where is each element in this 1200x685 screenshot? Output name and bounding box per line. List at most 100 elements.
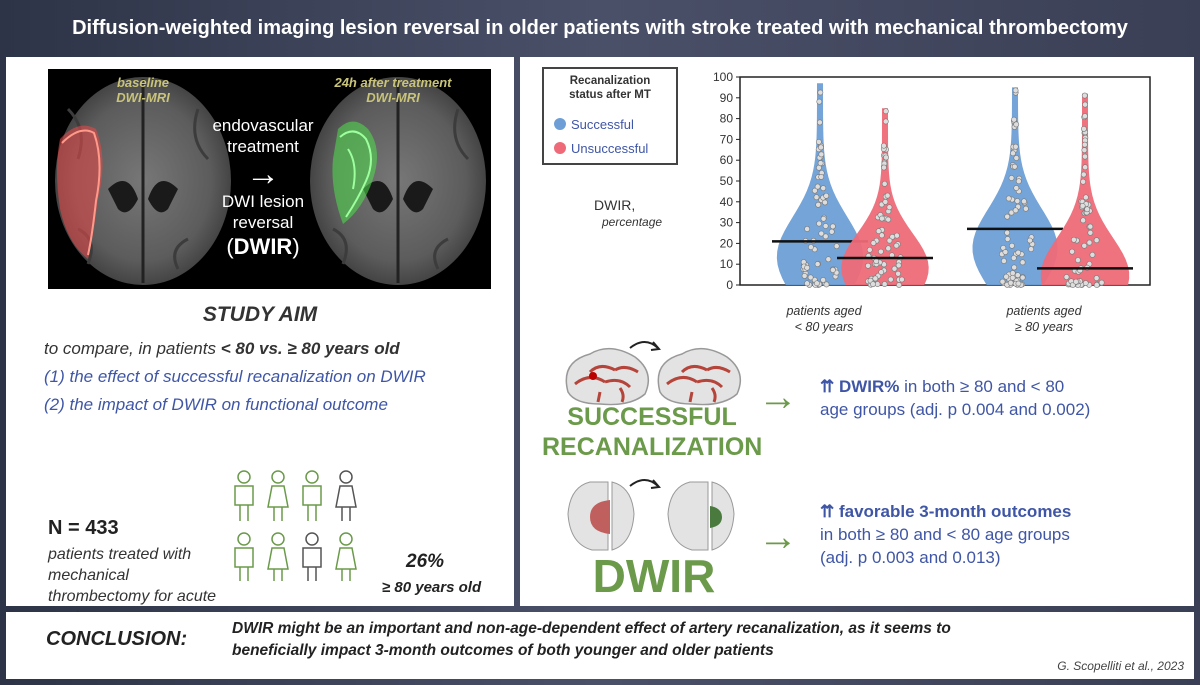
- data-point: [881, 281, 888, 288]
- data-point: [882, 108, 889, 115]
- violin-unsuccessful-group-1: [1040, 93, 1130, 285]
- center-text-endovascular: endovascular: [212, 116, 314, 135]
- page-title: Diffusion-weighted imaging lesion revers…: [72, 16, 1128, 39]
- person-icon: [302, 470, 322, 521]
- group-label-under-80: patients aged < 80 years: [764, 303, 884, 335]
- center-text-treatment: treatment: [227, 137, 299, 156]
- finding-1-rest: in both ≥ 80 and < 80: [899, 377, 1065, 396]
- data-point: [804, 264, 811, 271]
- data-point: [878, 269, 885, 276]
- legend-swatch-successful: [554, 118, 566, 130]
- data-point: [884, 192, 891, 199]
- data-point: [1013, 121, 1020, 128]
- successful-word: SUCCESSFUL: [567, 403, 737, 431]
- data-point: [873, 258, 880, 265]
- data-point: [885, 216, 892, 223]
- center-text-reversal: reversal: [232, 213, 294, 232]
- data-point: [1014, 272, 1021, 279]
- data-point: [811, 187, 818, 194]
- data-point: [829, 223, 836, 230]
- data-point: [830, 267, 836, 273]
- data-point: [1015, 249, 1022, 256]
- data-point: [817, 160, 824, 167]
- data-point: [1080, 171, 1087, 178]
- brain-mri-illustration: [55, 77, 486, 285]
- data-point: [1070, 236, 1077, 243]
- data-point: [880, 142, 887, 149]
- data-point: [818, 230, 825, 237]
- legend-item-unsuccessful: Unsuccessful: [554, 141, 648, 156]
- data-point: [1015, 178, 1022, 185]
- sample-size: N = 433: [48, 517, 119, 539]
- data-point: [822, 199, 828, 206]
- data-point: [807, 274, 814, 281]
- y-tick-label: 50: [720, 174, 734, 188]
- data-point: [1082, 153, 1088, 160]
- data-point: [1069, 248, 1075, 255]
- data-point: [808, 244, 814, 250]
- finding-2-line2: in both ≥ 80 and < 80 age groups: [820, 525, 1070, 544]
- data-point: [882, 198, 889, 205]
- y-tick-label: 20: [720, 236, 734, 250]
- person-icon: [302, 532, 322, 581]
- data-point: [1008, 175, 1015, 181]
- data-point: [865, 262, 871, 269]
- data-point: [999, 278, 1006, 285]
- data-point: [1004, 236, 1011, 242]
- data-point: [1014, 198, 1021, 204]
- data-point: [881, 180, 888, 187]
- finding-favorable-outcomes: ⇈ favorable 3-month outcomes in both ≥ 8…: [820, 500, 1071, 569]
- person-icon: [335, 532, 357, 581]
- data-point: [1081, 242, 1088, 249]
- data-point: [1001, 258, 1007, 264]
- y-tick-label: 0: [726, 278, 733, 292]
- data-point: [801, 273, 808, 279]
- data-point: [1028, 246, 1034, 253]
- data-point: [883, 154, 889, 161]
- data-point: [820, 185, 827, 192]
- data-point: [891, 265, 898, 272]
- data-point: [1082, 101, 1088, 108]
- data-point: [882, 118, 889, 125]
- person-icon: [335, 470, 357, 521]
- data-point: [818, 173, 825, 180]
- data-point: [1022, 205, 1029, 212]
- after-treatment-label: 24h after treatment: [334, 75, 452, 90]
- data-point: [823, 192, 830, 199]
- group-label-under-80-line2: < 80 years: [794, 320, 854, 334]
- data-point: [1063, 274, 1070, 280]
- center-text-dwi-lesion: DWI lesion: [221, 192, 305, 211]
- data-point: [818, 151, 825, 158]
- citation: G. Scopelliti et al., 2023: [1057, 659, 1184, 673]
- conclusion-text: DWIR might be an important and non-age-d…: [232, 620, 951, 659]
- legend-title-1: Recanalization: [569, 75, 651, 87]
- data-point: [1002, 249, 1009, 255]
- data-point: [1089, 251, 1096, 258]
- data-point: [1012, 207, 1019, 214]
- data-point: [822, 223, 829, 229]
- data-point: [1084, 206, 1091, 213]
- data-point: [818, 144, 824, 151]
- data-point: [814, 261, 821, 267]
- data-point: [1009, 242, 1015, 249]
- y-axis-label: DWIR,: [594, 197, 636, 213]
- data-point: [895, 262, 902, 269]
- data-point: [1005, 195, 1012, 202]
- green-arrow-icon-2: →: [758, 515, 798, 559]
- data-point: [1012, 87, 1019, 94]
- y-tick-label: 10: [720, 257, 734, 271]
- data-point: [1010, 150, 1016, 157]
- y-axis-sublabel: percentage: [602, 215, 663, 229]
- y-tick-label: 80: [720, 112, 734, 126]
- data-point: [1011, 163, 1018, 170]
- y-tick-label: 90: [720, 91, 734, 105]
- data-point: [1015, 280, 1022, 287]
- person-icon: [267, 532, 289, 581]
- data-point: [1081, 92, 1088, 99]
- y-tick-label: 60: [720, 153, 734, 167]
- finding-2-line3: (adj. p 0.003 and 0.013): [820, 548, 1001, 567]
- y-tick-label: 30: [720, 216, 734, 230]
- data-point: [886, 237, 893, 244]
- data-point: [817, 89, 824, 96]
